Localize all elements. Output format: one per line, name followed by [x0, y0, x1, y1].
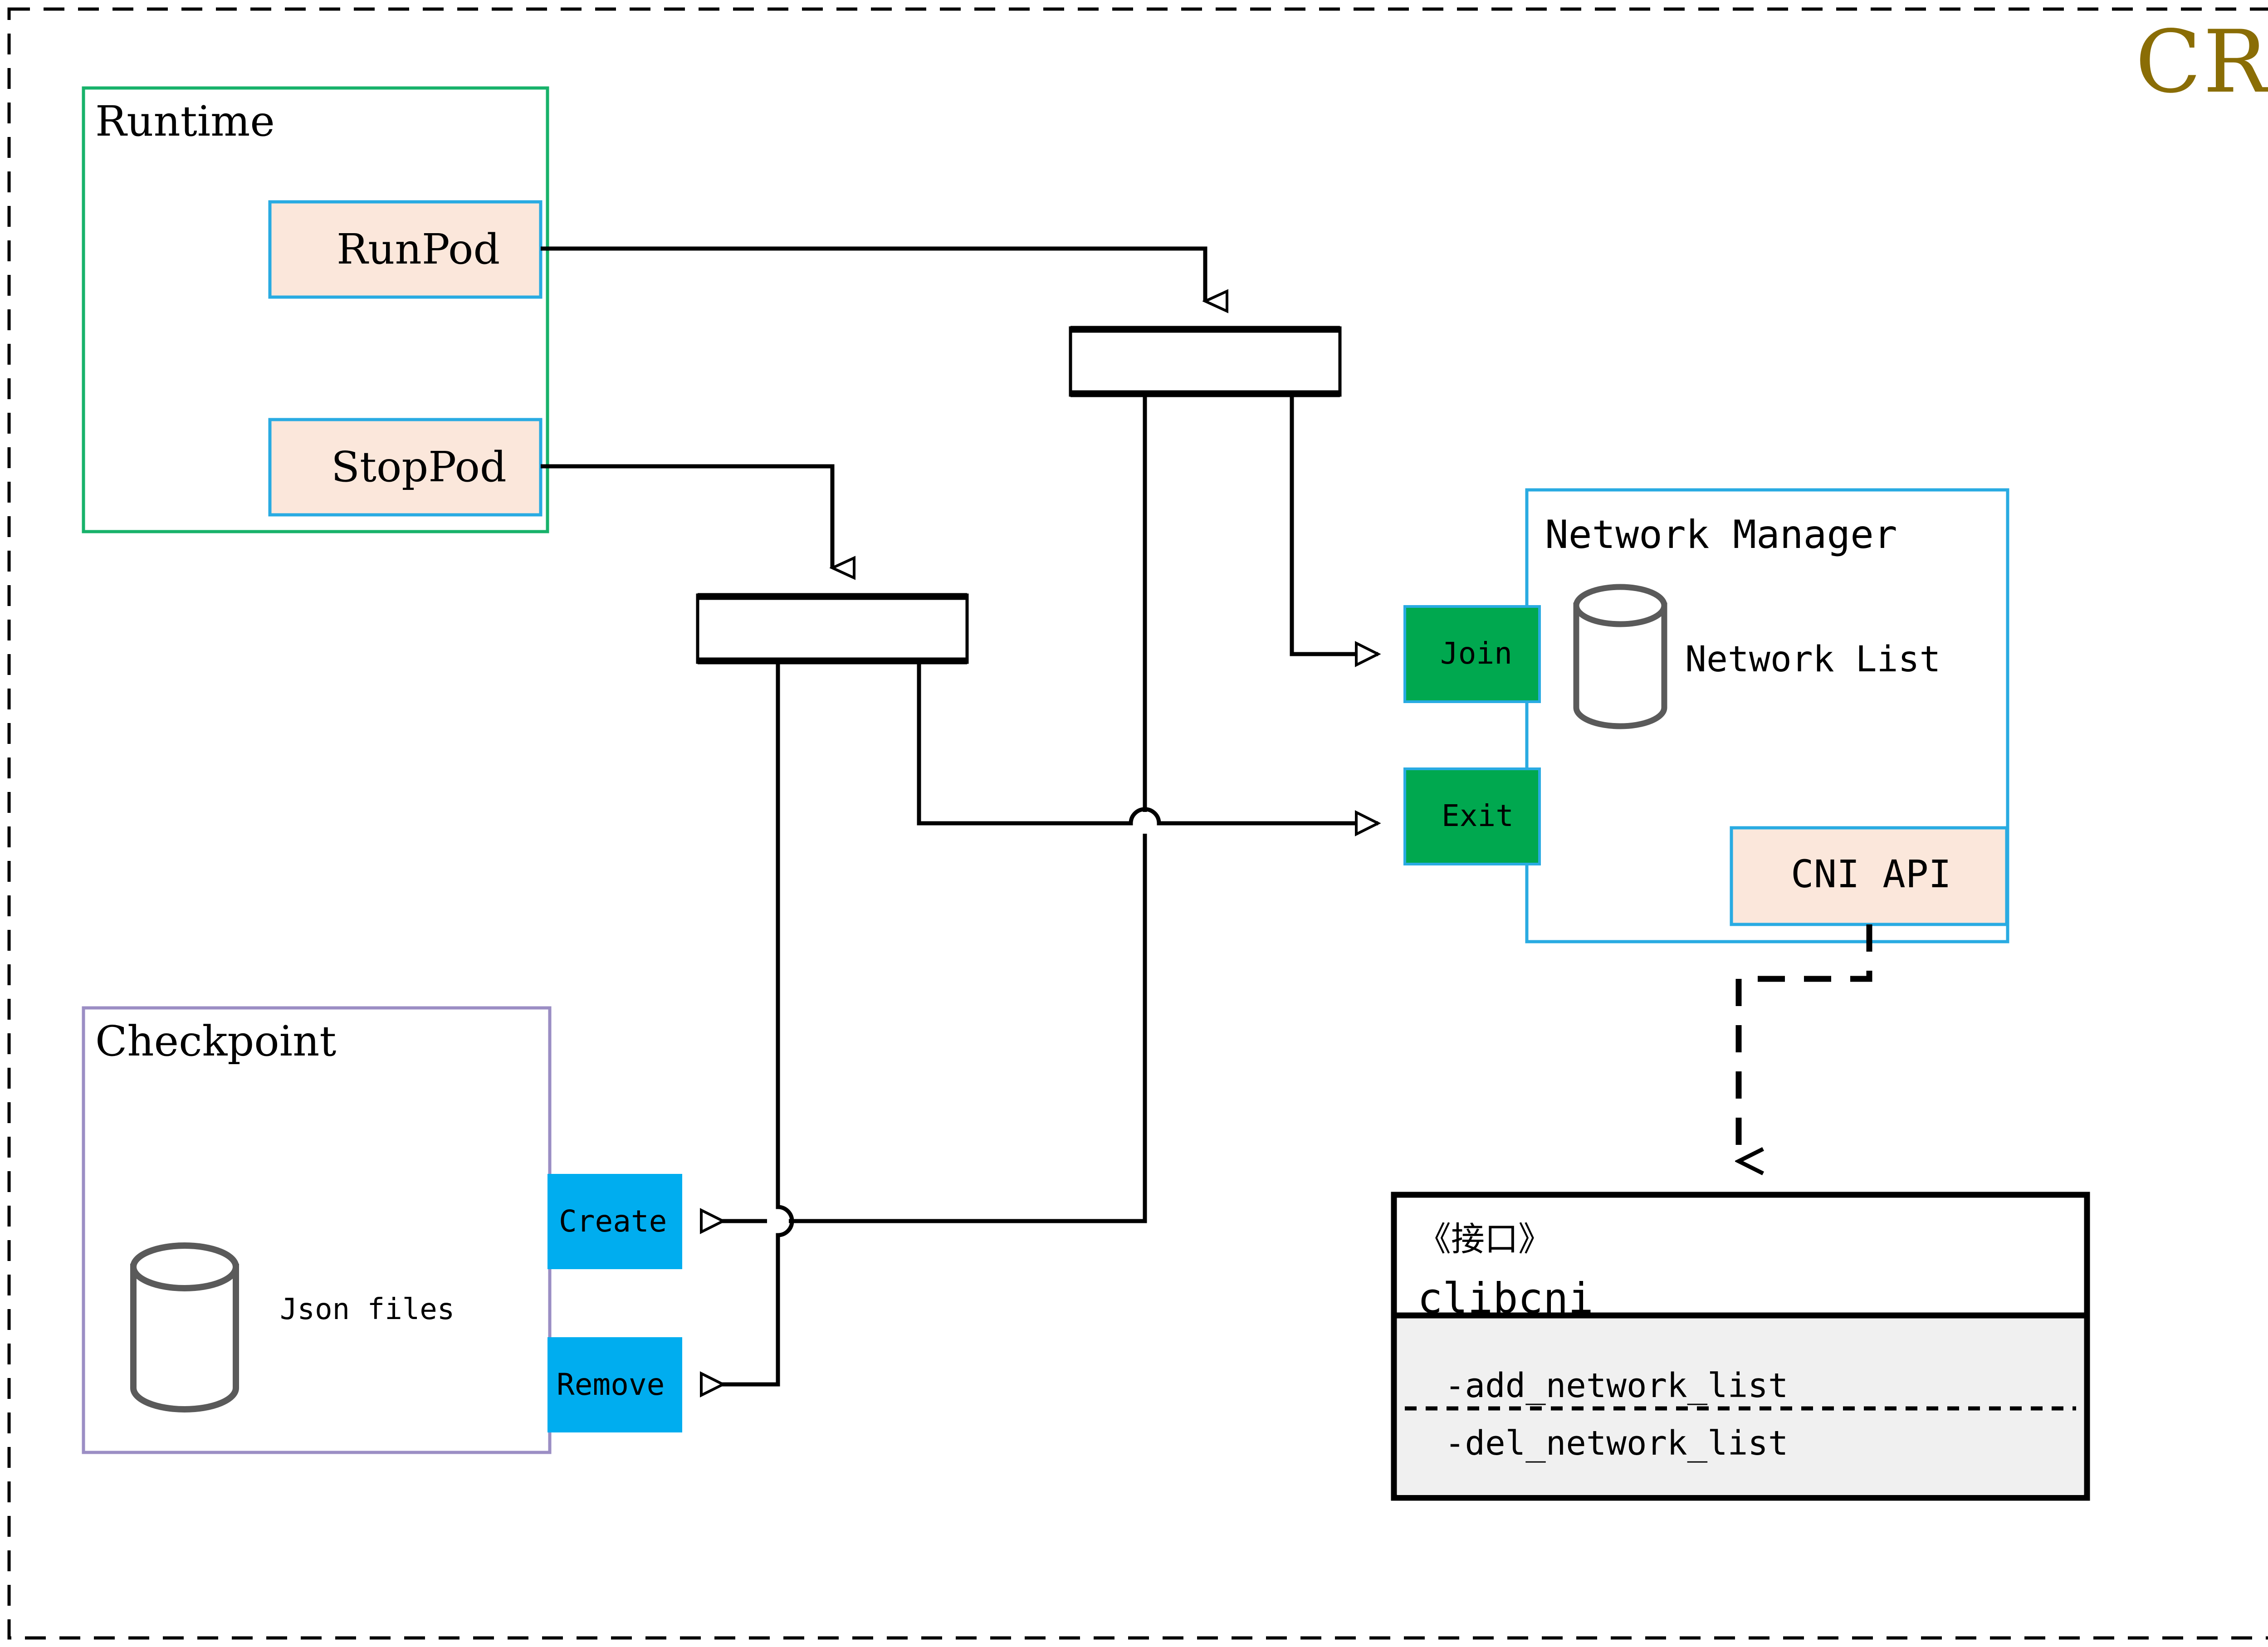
- connector-stoppod-to-fork: [541, 464, 832, 568]
- join-label[interactable]: Join: [1440, 636, 1512, 671]
- network-list-cylinder-shape: [1573, 584, 1667, 729]
- diagram-title: CRI: [2135, 12, 2268, 112]
- exit-label[interactable]: Exit: [1442, 798, 1514, 833]
- clibcni-stereotype: 《接口》: [1418, 1220, 1552, 1259]
- create-label[interactable]: Create: [559, 1204, 667, 1239]
- stoppod-label[interactable]: StopPod: [331, 443, 507, 491]
- runpod-label[interactable]: RunPod: [337, 225, 500, 274]
- clibcni-methods-compartment: [1397, 1315, 2084, 1495]
- clibcni-method-add: -add_network_list: [1445, 1366, 1789, 1405]
- runtime-package-label: Runtime: [95, 97, 275, 146]
- network-list-label: Network List: [1685, 639, 1941, 680]
- connector-runpod-to-fork: [541, 246, 1205, 301]
- remove-shape: [547, 1337, 682, 1432]
- runpod-shape: [268, 200, 543, 299]
- runpod-fork-bar: [1069, 326, 1342, 397]
- connector-cniapi-to-clibcni: [1739, 924, 1872, 1161]
- connector-fork-to-remove: [701, 662, 794, 1384]
- stoppod-fork-bar: [696, 593, 969, 665]
- cni-api-label[interactable]: CNI API: [1791, 852, 1952, 896]
- connector-fork-to-join: [1290, 395, 1378, 654]
- remove-label[interactable]: Remove: [557, 1367, 665, 1402]
- join-shape: [1403, 605, 1541, 703]
- create-shape: [547, 1174, 682, 1269]
- exit-shape: [1403, 767, 1541, 865]
- clibcni-name: clibcni: [1418, 1274, 1593, 1323]
- connector-fork-to-exit: [917, 662, 1378, 823]
- clibcni-method-del: -del_network_list: [1445, 1424, 1789, 1463]
- json-files-cylinder-shape: [130, 1242, 239, 1412]
- connector-fork-to-create: [701, 395, 1147, 1221]
- cni-api-shape: [1730, 826, 2009, 926]
- json-files-label: Json files: [280, 1293, 455, 1326]
- checkpoint-package-label: Checkpoint: [95, 1017, 337, 1065]
- network-manager-package-label: Network Manager: [1545, 512, 1897, 557]
- outer-frame: [7, 7, 2268, 1640]
